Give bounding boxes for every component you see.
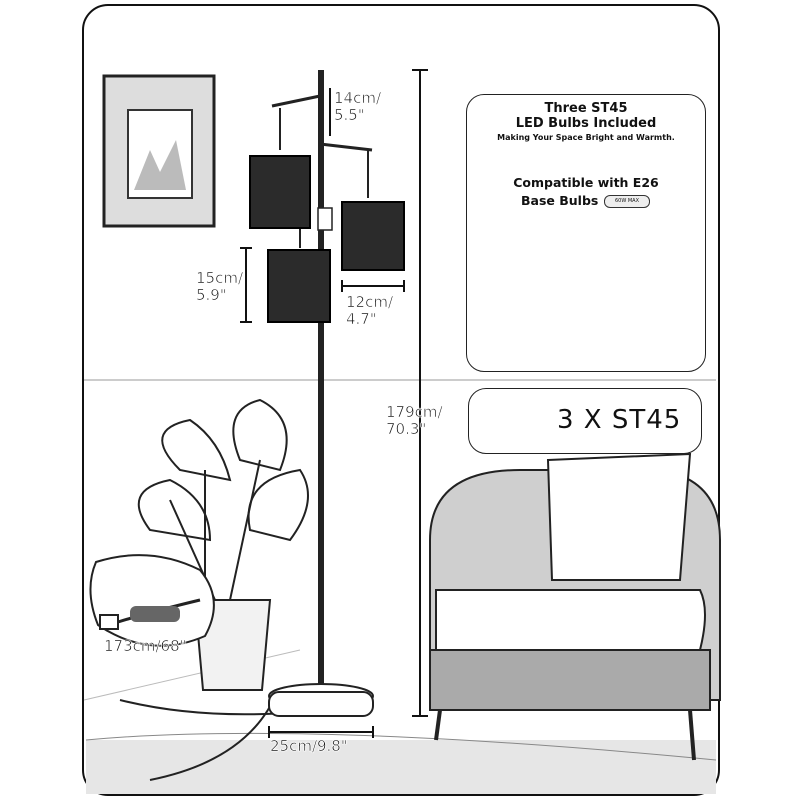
base-width-label: 25cm/9.8"	[270, 737, 348, 755]
power-plug-icon	[99, 598, 201, 630]
rug	[86, 740, 716, 794]
potted-plant-icon	[137, 398, 309, 691]
bulb-info-panel: Three ST45 LED Bulbs Included Making You…	[466, 94, 706, 372]
arm-length-label: 14cm/ 5.5"	[334, 89, 382, 124]
shade-width-label: 12cm/ 4.7"	[346, 293, 394, 328]
headline: Three ST45 LED Bulbs Included	[515, 101, 657, 131]
bulb-count-label: 3 X ST45	[557, 405, 682, 435]
wattage-badge: 60W MAX	[604, 195, 650, 208]
total-height-label: 179cm/ 70.3"	[386, 403, 443, 438]
subline: Making Your Space Bright and Warmth.	[497, 133, 675, 142]
cord-detail-bubble	[89, 554, 215, 647]
compat-subheading: Base Bulbs	[521, 193, 599, 208]
picture-frame-icon	[102, 74, 216, 228]
lamp-shade-3	[267, 249, 331, 323]
bulb-count-pill: 3 X ST45	[468, 388, 702, 454]
lamp-shade-1	[249, 155, 311, 229]
cord-length-label: 173cm/68"	[104, 637, 187, 655]
floor-lamp-icon	[249, 70, 405, 717]
lamp-shade-2	[341, 201, 405, 271]
shade-height-label: 15cm/ 5.9"	[196, 269, 244, 304]
dimension-lines	[240, 69, 428, 738]
compat-heading: Compatible with E26	[513, 175, 659, 190]
armchair-icon	[429, 452, 721, 761]
